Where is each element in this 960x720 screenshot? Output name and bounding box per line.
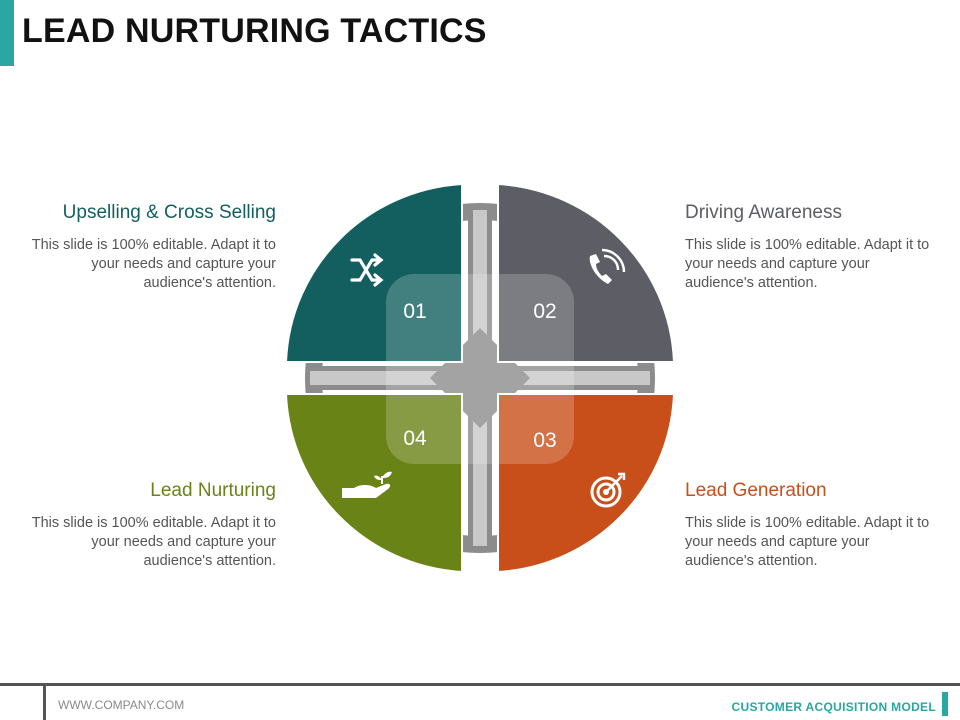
item-03-body: This slide is 100% editable. Adapt it to… — [685, 515, 930, 569]
quadrant-03 — [497, 393, 676, 574]
item-01-number: 01 — [403, 300, 426, 323]
item-04-text: Lead Nurturing This slide is 100% editab… — [26, 480, 276, 571]
item-04-heading: Lead Nurturing — [150, 480, 276, 501]
footer-tick-right — [942, 692, 948, 716]
item-04-body: This slide is 100% editable. Adapt it to… — [31, 515, 276, 569]
item-03-text: Lead Generation This slide is 100% edita… — [685, 480, 935, 571]
hand-plant-icon — [342, 471, 392, 498]
quadrant-diagram: 01 02 03 04 — [284, 182, 676, 574]
item-03-number: 03 — [533, 429, 556, 452]
quadrant-01 — [284, 182, 463, 363]
footer-divider — [0, 683, 960, 686]
item-02-heading: Driving Awareness — [685, 202, 843, 223]
quadrant-02 — [497, 182, 676, 363]
target-icon — [590, 472, 626, 508]
item-03-heading: Lead Generation — [685, 480, 827, 501]
item-01-text: Upselling & Cross Selling This slide is … — [26, 202, 276, 293]
shuffle-icon — [350, 253, 384, 287]
footer-url: WWW.COMPANY.COM — [58, 698, 185, 712]
item-02-text: Driving Awareness This slide is 100% edi… — [685, 202, 935, 293]
center-overlay — [386, 274, 574, 464]
item-01-heading: Upselling & Cross Selling — [62, 202, 276, 223]
phone-icon — [589, 248, 626, 284]
quadrant-04 — [284, 393, 463, 574]
title-accent-bar — [0, 0, 14, 66]
item-04-number: 04 — [403, 427, 427, 450]
item-02-body: This slide is 100% editable. Adapt it to… — [685, 237, 930, 291]
footer-tick-left — [43, 686, 46, 720]
page-title: LEAD NURTURING TACTICS — [22, 12, 487, 50]
item-02-number: 02 — [533, 300, 556, 323]
footer-label: CUSTOMER ACQUISITION MODEL — [731, 700, 936, 714]
item-01-body: This slide is 100% editable. Adapt it to… — [31, 237, 276, 291]
